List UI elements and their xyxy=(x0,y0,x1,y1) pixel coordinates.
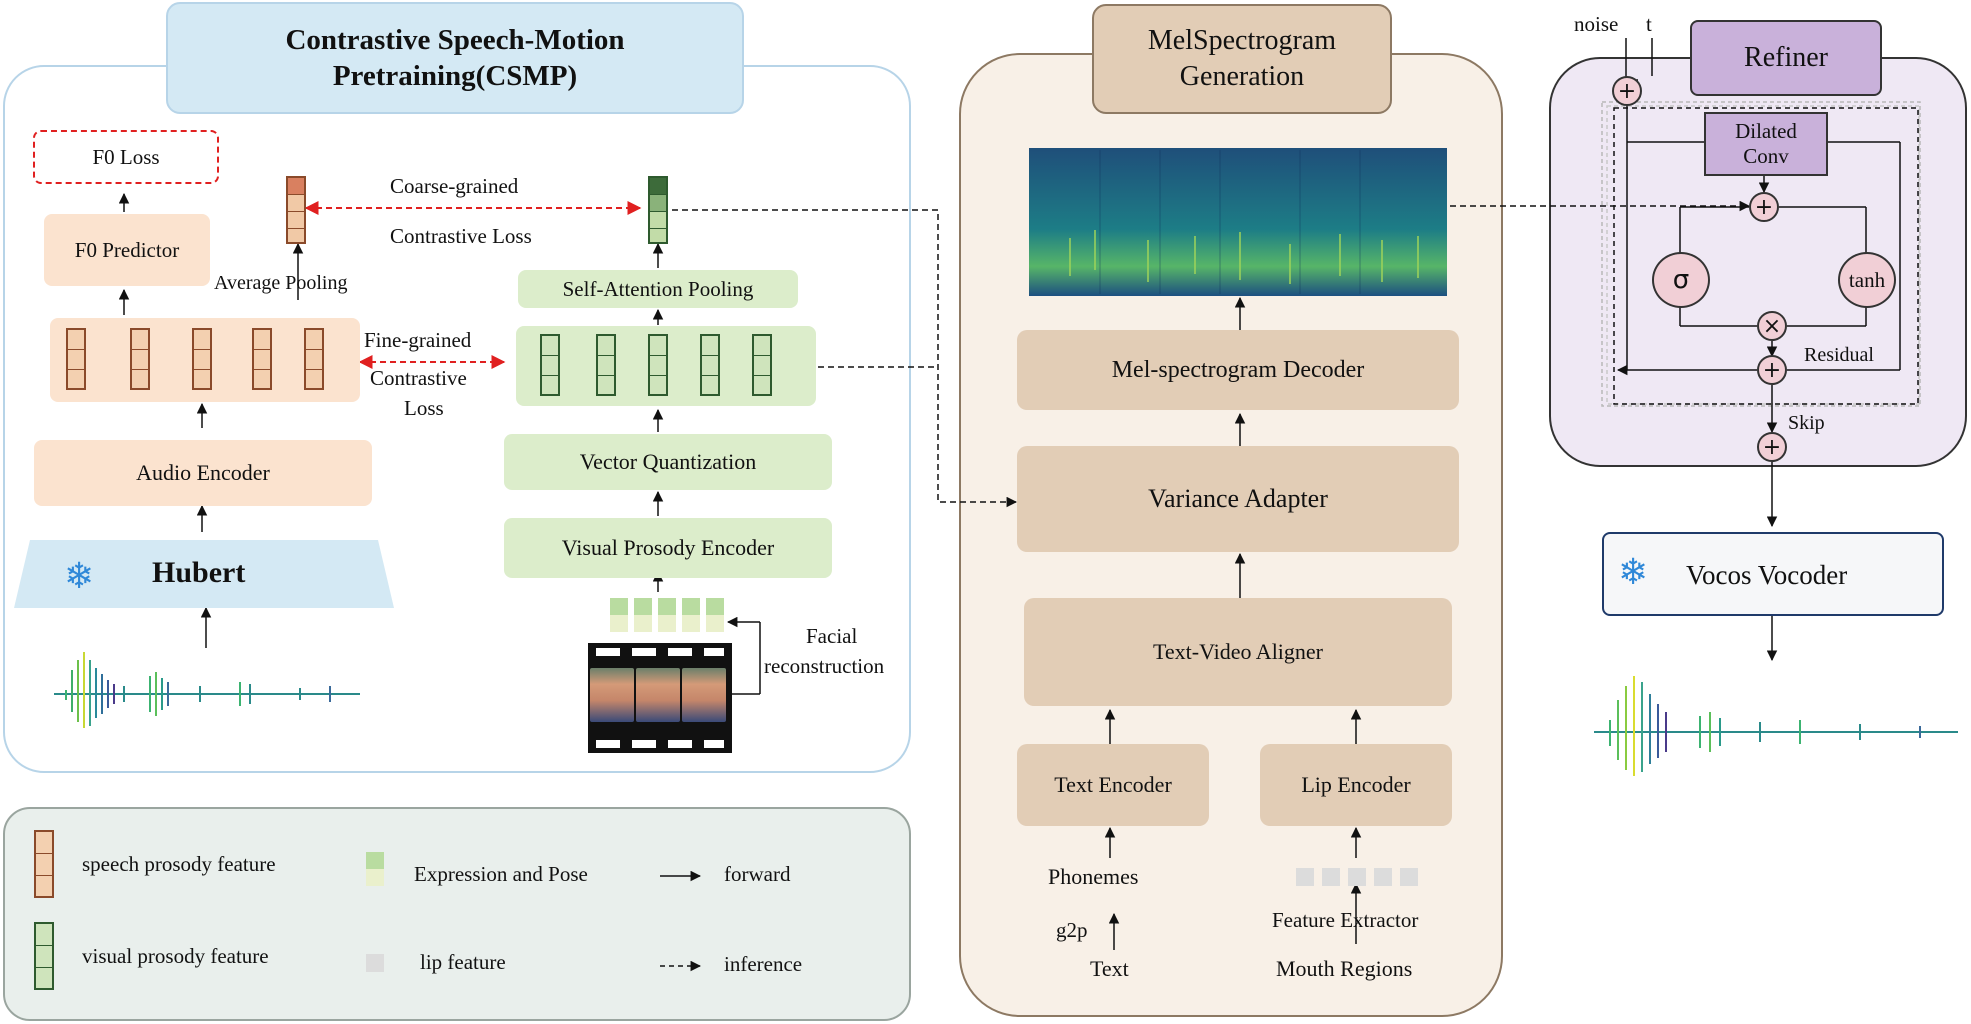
legend-speech-icon xyxy=(34,830,54,898)
phonemes-label: Phonemes xyxy=(1048,864,1139,889)
visual-prosody-features-row xyxy=(516,326,816,406)
f0-predictor-block: F0 Predictor xyxy=(44,214,210,286)
legend-expression-label: Expression and Pose xyxy=(414,862,588,886)
audio-encoder-block: Audio Encoder xyxy=(34,440,372,506)
plus-node-skip: + xyxy=(1757,432,1787,462)
speech-prosody-features-row xyxy=(50,318,360,402)
legend-visual-icon xyxy=(34,922,54,990)
sigma-node: σ xyxy=(1652,252,1710,308)
g2p-label: g2p xyxy=(1056,918,1088,942)
mel-title-line2: Generation xyxy=(1179,61,1305,92)
mel-title-line1: MelSpectrogram xyxy=(1147,24,1337,56)
dilated-conv-line2: Conv xyxy=(1743,144,1789,168)
legend-expression-icon xyxy=(366,852,384,886)
csmp-title-line1: Contrastive Speech-Motion xyxy=(285,23,625,56)
legend-forward-label: forward xyxy=(724,862,791,886)
expression-pose-tokens xyxy=(610,598,728,632)
mouth-regions-label: Mouth Regions xyxy=(1276,956,1413,981)
dilated-conv-line1: Dilated xyxy=(1735,118,1797,143)
legend-panel xyxy=(3,807,911,1021)
tanh-node: tanh xyxy=(1838,252,1896,308)
multiply-node: × xyxy=(1757,311,1787,341)
plus-node-cond: + xyxy=(1749,192,1779,222)
f0-loss-box: F0 Loss xyxy=(33,130,219,184)
plus-node-input: + xyxy=(1612,76,1642,106)
dilated-conv-block: Dilated Conv xyxy=(1704,112,1828,176)
fine-grained-label-1: Fine-grained xyxy=(364,328,472,352)
text-video-aligner-block: Text-Video Aligner xyxy=(1024,598,1452,706)
legend-lip-icon xyxy=(366,954,384,972)
legend-lip-label: lip feature xyxy=(420,950,506,974)
mel-decoder-block: Mel-spectrogram Decoder xyxy=(1017,330,1459,410)
mel-spectrogram-image xyxy=(1029,148,1447,296)
face-frame-2 xyxy=(636,668,680,722)
average-pooling-label: Average Pooling xyxy=(214,272,348,294)
face-frame-3 xyxy=(682,668,726,722)
hubert-label: Hubert xyxy=(152,556,246,589)
legend-speech-label: speech prosody feature xyxy=(82,852,276,876)
lip-encoder-block: Lip Encoder xyxy=(1260,744,1452,826)
output-waveform xyxy=(1594,676,1958,776)
vocoder-block: ❄ Vocos Vocoder xyxy=(1602,532,1944,616)
skip-label: Skip xyxy=(1788,412,1825,434)
csmp-title: Contrastive Speech-Motion Pretraining(CS… xyxy=(166,2,744,114)
vocoder-snowflake-icon: ❄ xyxy=(1618,552,1649,593)
feature-extractor-label: Feature Extractor xyxy=(1272,908,1419,932)
legend-visual-label: visual prosody feature xyxy=(82,944,269,968)
visual-pooled-feature-icon xyxy=(648,176,668,244)
csmp-title-line2: Pretraining(CSMP) xyxy=(332,60,578,92)
visual-prosody-encoder-block: Visual Prosody Encoder xyxy=(504,518,832,578)
vocoder-label: Vocos Vocoder xyxy=(1686,560,1848,590)
input-waveform xyxy=(54,652,360,728)
self-attention-pooling-block: Self-Attention Pooling xyxy=(518,270,798,308)
snowflake-icon: ❄ xyxy=(64,556,95,597)
t-label: t xyxy=(1646,12,1652,36)
fine-grained-label-3: Loss xyxy=(404,396,444,420)
mel-title: MelSpectrogram Generation xyxy=(1092,4,1392,114)
facial-label-1: Facial xyxy=(806,624,858,648)
fine-grained-label-2: Contrastive xyxy=(370,366,467,390)
lip-feature-tokens xyxy=(1296,868,1418,886)
contrastive-loss-label: Contrastive Loss xyxy=(390,224,532,248)
plus-node-residual: + xyxy=(1757,355,1787,385)
residual-label: Residual xyxy=(1804,344,1874,366)
noise-label: noise xyxy=(1574,12,1619,36)
refiner-title: Refiner xyxy=(1690,20,1882,96)
hubert-block xyxy=(14,540,394,608)
coarse-grained-label: Coarse-grained xyxy=(390,174,519,198)
legend-inference-label: inference xyxy=(724,952,803,976)
variance-adapter-block: Variance Adapter xyxy=(1017,446,1459,552)
text-encoder-block: Text Encoder xyxy=(1017,744,1209,826)
speech-pooled-feature-icon xyxy=(286,176,306,244)
text-input-label: Text xyxy=(1090,956,1129,981)
facial-label-2: reconstruction xyxy=(764,654,885,678)
face-frame-1 xyxy=(590,668,634,722)
vector-quantization-block: Vector Quantization xyxy=(504,434,832,490)
